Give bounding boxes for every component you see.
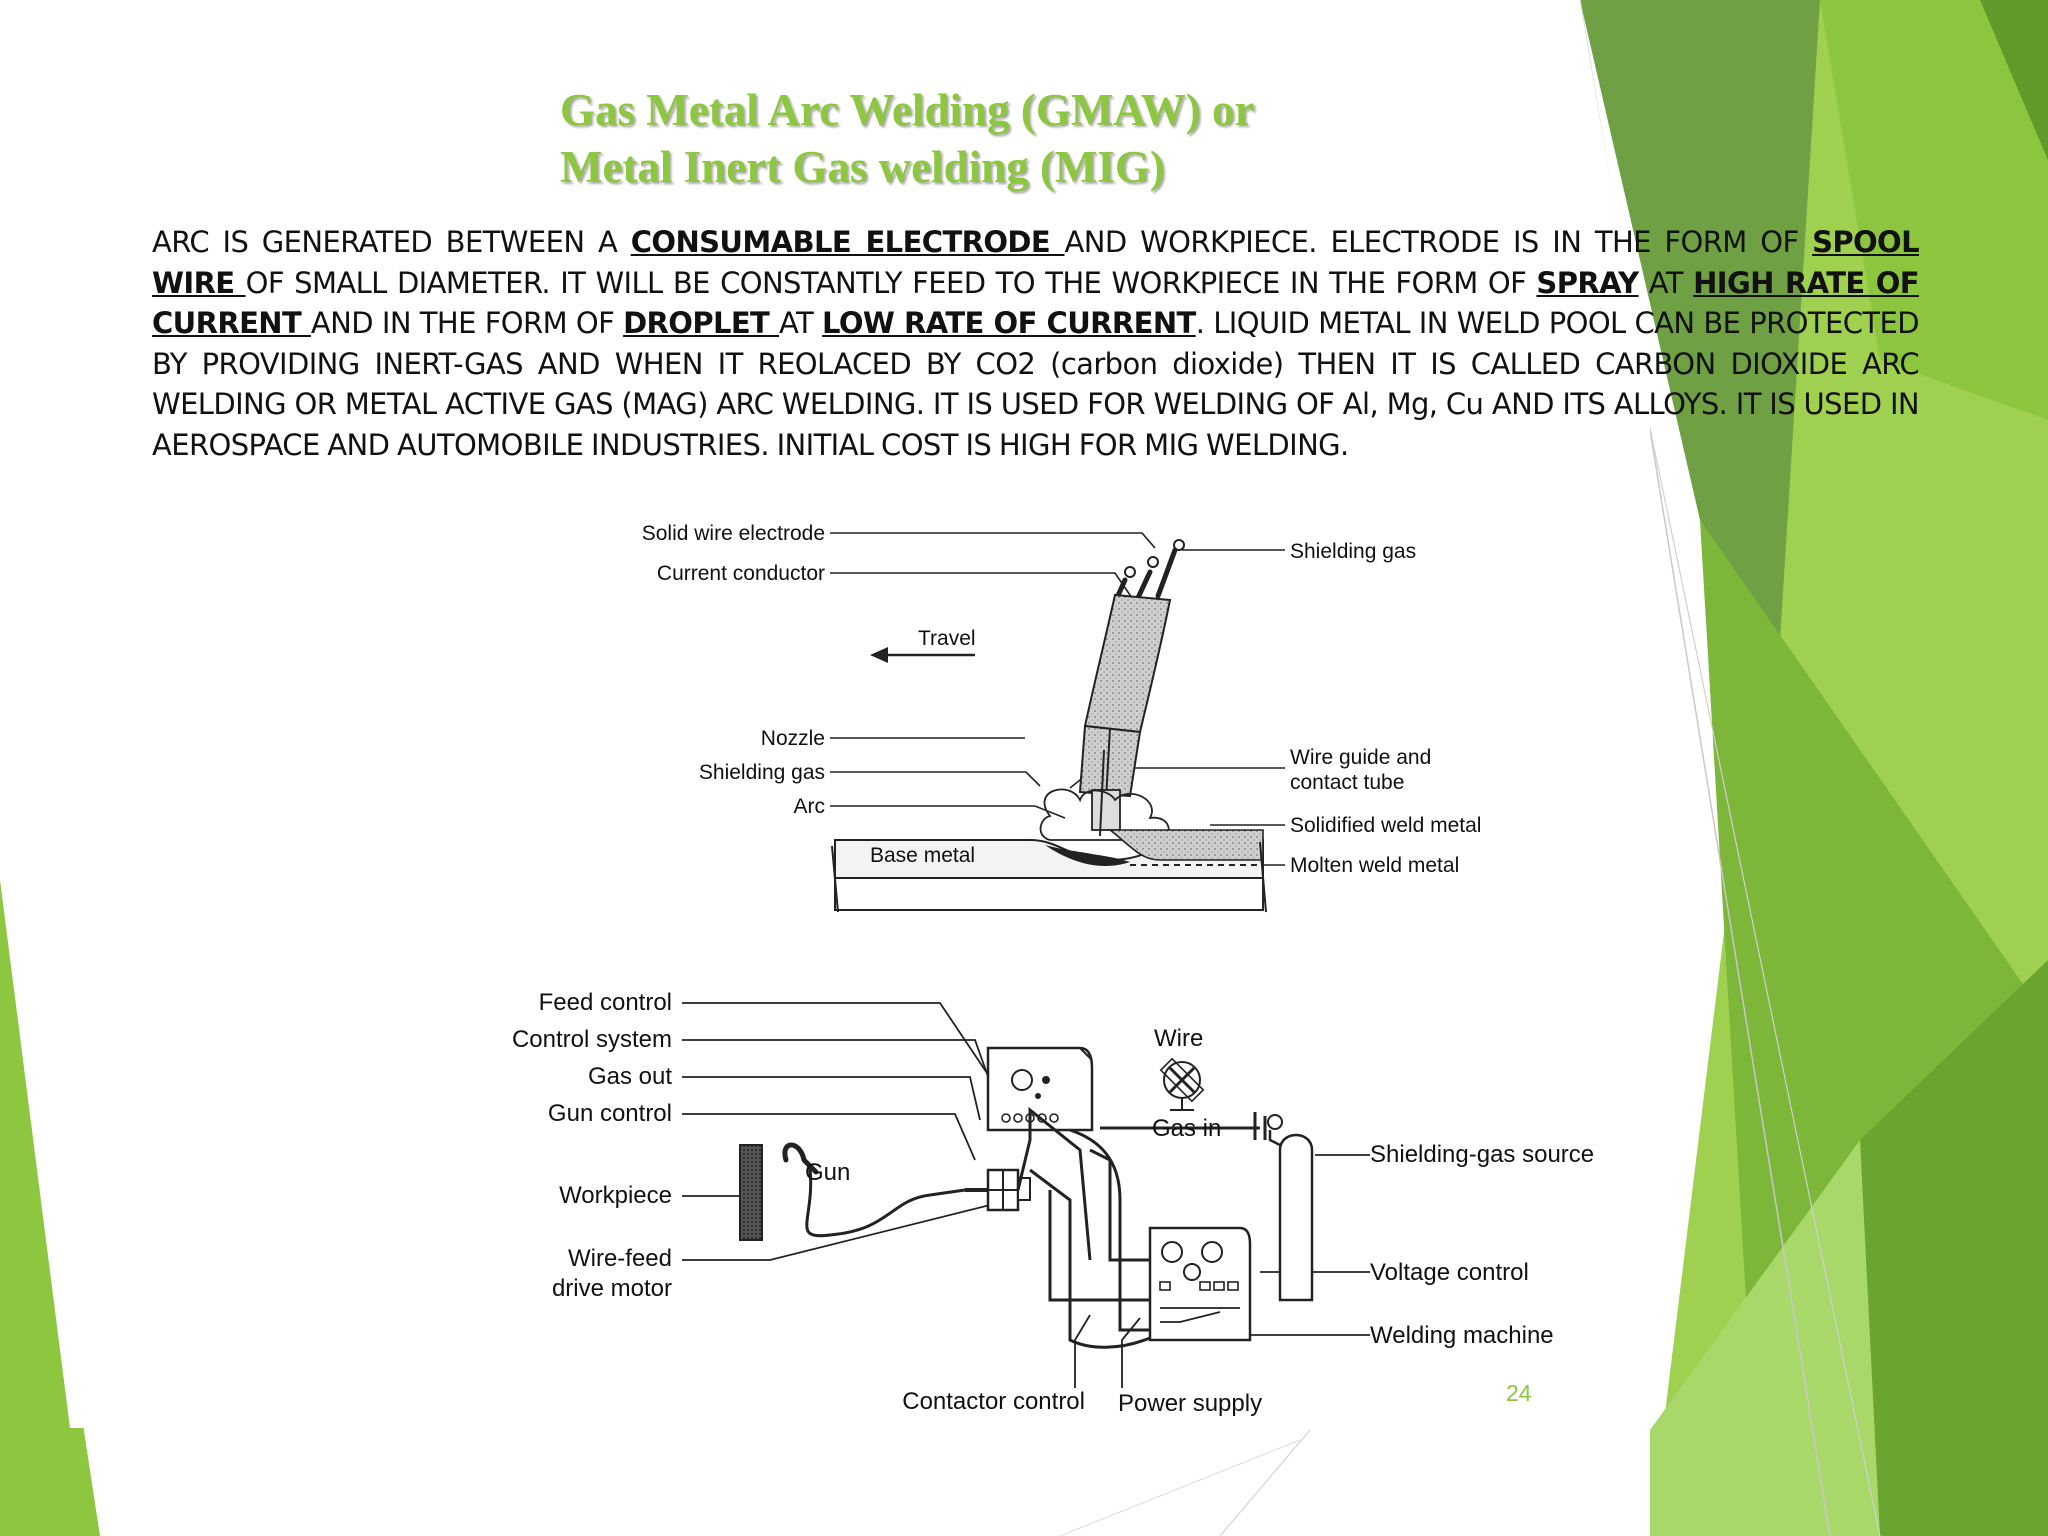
right-green-facet-pale (1650, 1140, 1880, 1536)
label-solid-wire-electrode: Solid wire electrode (642, 522, 825, 545)
title-line-2: Metal Inert Gas welding (MIG) (560, 142, 1165, 192)
label-base-metal: Base metal (870, 844, 975, 867)
body-text-run: AND WORKPIECE. ELECTRODE IS IN THE FORM … (1064, 225, 1813, 259)
label-welding-machine: Welding machine (1370, 1322, 1554, 1349)
label-wire: Wire (1154, 1025, 1203, 1052)
label-solidified-weld-metal: Solidified weld metal (1290, 814, 1481, 837)
label-shielding-gas-top: Shielding gas (1290, 540, 1416, 563)
right-green-facet-mid (1820, 0, 2048, 420)
body-emphasis: SPRAY (1536, 265, 1639, 300)
label-molten-weld-metal: Molten weld metal (1290, 854, 1459, 877)
label-gun: Gun (805, 1159, 850, 1186)
label-wire-guide-2: contact tube (1290, 771, 1404, 794)
torch-diagram: Solid wire electrode Current conductor S… (642, 522, 1481, 913)
label-workpiece: Workpiece (559, 1182, 672, 1209)
body-emphasis: DROPLET (623, 306, 780, 340)
label-gas-in: Gas in (1152, 1115, 1221, 1142)
label-control-system: Control system (512, 1026, 672, 1053)
equipment-diagram: Feed control Control system Gas out Gun … (512, 989, 1594, 1417)
right-corner-facet (1980, 0, 2048, 160)
label-wire-feed-1: Wire-feed (568, 1245, 672, 1272)
body-emphasis: CONSUMABLE ELECTRODE (630, 225, 1065, 259)
slide-title: Gas Metal Arc Welding (GMAW) or Metal In… (560, 82, 1255, 196)
body-text-run: AT (1638, 265, 1694, 300)
label-wire-feed-2: drive motor (552, 1275, 672, 1302)
label-power-supply: Power supply (1118, 1390, 1262, 1417)
label-gun-control: Gun control (548, 1100, 672, 1127)
label-gas-out: Gas out (588, 1063, 672, 1090)
label-current-conductor: Current conductor (657, 562, 825, 585)
label-nozzle: Nozzle (761, 727, 825, 750)
mig-welding-figure: Solid wire electrode Current conductor S… (512, 522, 1594, 1417)
title-line-1: Gas Metal Arc Welding (GMAW) or (560, 85, 1255, 135)
label-wire-guide-1: Wire guide and (1290, 746, 1431, 769)
body-text-run: ARC IS GENERATED BETWEEN A (152, 225, 631, 259)
body-emphasis: HIGH RATE OF CURRENT (152, 265, 1920, 341)
label-feed-control: Feed control (539, 989, 672, 1016)
body-text-run: OF SMALL DIAMETER. IT WILL BE CONSTANTLY… (245, 265, 1537, 300)
label-travel: Travel (918, 627, 976, 650)
label-shielding-gas-source: Shielding-gas source (1370, 1141, 1594, 1168)
body-emphasis: LOW RATE OF CURRENT (822, 306, 1196, 340)
label-shielding-gas: Shielding gas (699, 761, 825, 784)
body-text-run: . LIQUID METAL IN WELD POOL CAN BE PROTE… (152, 306, 1920, 462)
body-paragraph: ARC IS GENERATED BETWEEN A CONSUMABLE EL… (152, 222, 1920, 465)
page-number: 24 (1506, 1380, 1532, 1406)
right-green-facet-dark (1580, 0, 1820, 640)
label-arc: Arc (794, 795, 826, 818)
label-voltage-control: Voltage control (1370, 1259, 1529, 1286)
body-text-run: AND IN THE FORM OF (310, 306, 624, 340)
body-emphasis: SPOOL WIRE (152, 225, 1920, 300)
body-text-run: AT (779, 306, 822, 340)
label-contactor-control: Contactor control (902, 1388, 1085, 1415)
